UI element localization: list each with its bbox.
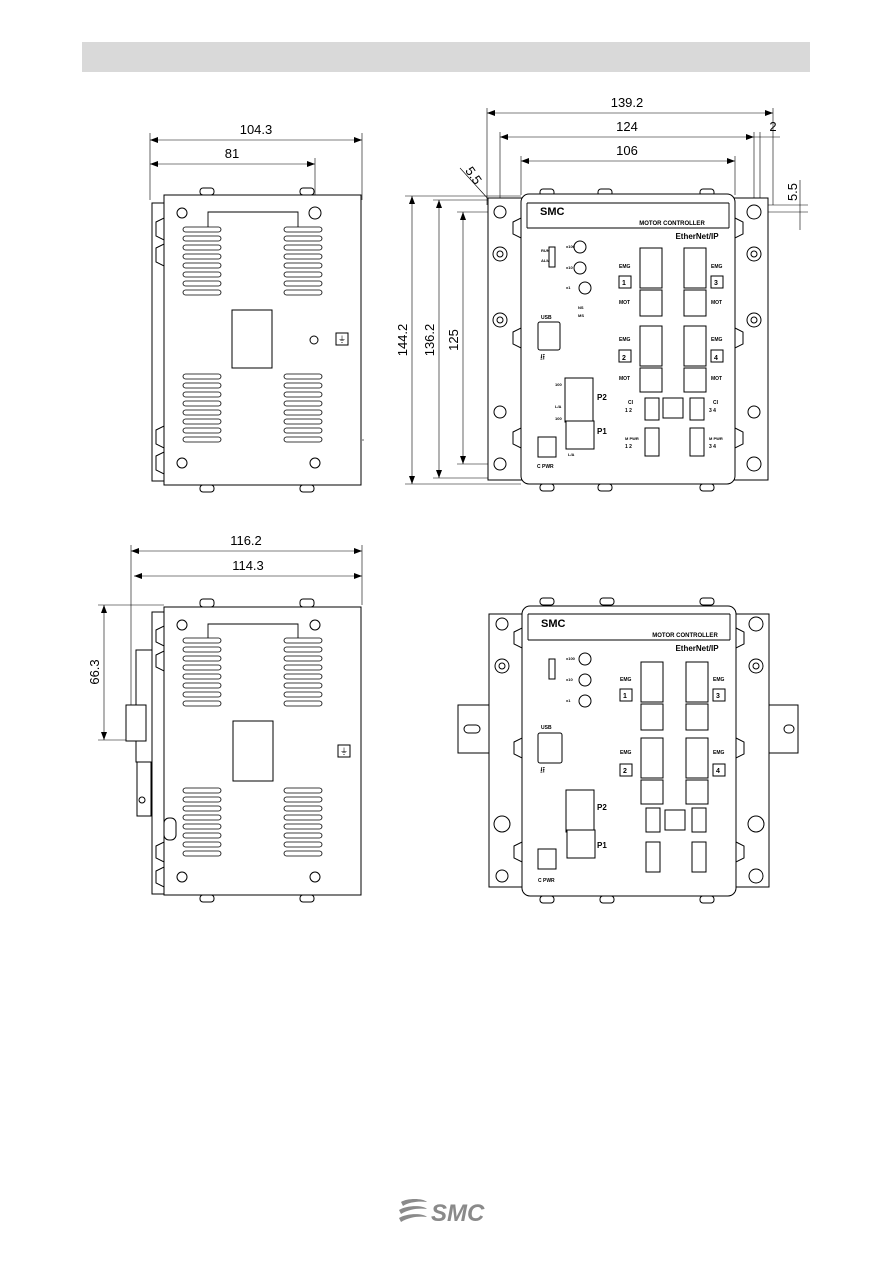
din-panel-title: MOTOR CONTROLLER (652, 633, 718, 639)
din-usb-label: USB (541, 725, 552, 731)
din-side-view: 116.2 114.3 66.3 (87, 533, 363, 903)
din-axis-1-label: 1 (623, 693, 627, 700)
dim-front-mount-pitch-height: 125 (446, 329, 461, 351)
din-usb-icon: ⭿ (540, 766, 545, 775)
panel-protocol: EtherNet/IP (675, 232, 719, 241)
din-switch-x1-label: x1 (566, 698, 571, 703)
mot-label-2: MOT (619, 376, 630, 382)
din-port-p2-label[interactable]: P2 (597, 803, 607, 812)
led-ns-label: NS (578, 305, 584, 310)
mpwr-label-right: M PWR (709, 436, 723, 441)
mot-label-4: MOT (711, 376, 722, 382)
din-axis-2-label: 2 (623, 768, 627, 775)
din-switch-x100-label: x100 (566, 656, 576, 661)
ci-pins-left: 1 2 (625, 408, 632, 414)
dim-front-overall-height: 144.2 (395, 324, 410, 357)
port-p1-label[interactable]: P1 (597, 427, 607, 436)
cpwr-label: C PWR (537, 464, 554, 470)
din-switch-x10-label: x10 (566, 677, 573, 682)
mpwr-pins-left: 1 2 (625, 444, 632, 450)
side-view: 104.3 81 (149, 122, 364, 493)
din-emg-label-2: EMG (620, 750, 632, 756)
dim-front-overall-width: 139.2 (611, 95, 644, 110)
switch-x100-label: x100 (566, 244, 576, 249)
mot-label-3: MOT (711, 300, 722, 306)
din-panel-brand: SMC (541, 618, 566, 630)
la-label-p2: L/A (555, 404, 562, 409)
din-front-view: SMC MOTOR CONTROLLER EtherNet/IP x100 x1… (457, 597, 799, 904)
speed-label-p2: 100 (555, 382, 562, 387)
dim-din-body-depth: 114.3 (232, 558, 264, 573)
footer-brand: SMC (431, 1200, 485, 1227)
mot-label-1: MOT (619, 300, 630, 306)
axis-4-label: 4 (714, 355, 718, 362)
emg-label-2: EMG (619, 337, 631, 343)
emg-label-3: EMG (711, 264, 723, 270)
dim-din-overall-depth: 116.2 (230, 533, 262, 548)
dim-din-rail-height: 66.3 (87, 659, 102, 684)
dim-front-body-height: 136.2 (422, 324, 437, 357)
din-emg-label-1: EMG (620, 677, 632, 683)
svg-text:⏚: ⏚ (338, 335, 346, 344)
din-emg-label-3: EMG (713, 677, 725, 683)
la-label-p1: L/A (568, 452, 575, 457)
ci-pins-right: 3 4 (709, 408, 716, 414)
emg-label-1: EMG (619, 264, 631, 270)
ci-label-right: CI (713, 400, 719, 406)
dim-front-hole-offset-top: 5.5 (462, 164, 485, 187)
ci-label-left: CI (628, 400, 634, 406)
usb-label: USB (541, 315, 552, 321)
panel-brand: SMC (540, 206, 565, 218)
switch-x1-label: x1 (566, 285, 571, 290)
port-p2-label[interactable]: P2 (597, 393, 607, 402)
switch-x10-label: x10 (566, 265, 573, 270)
dim-front-mount-pitch: 124 (616, 119, 638, 134)
dim-side-depth: 104.3 (240, 122, 273, 137)
speed-label-p1: 100 (555, 416, 562, 421)
axis-3-4-connectors: EMG 3 MOT EMG 4 MOT CI 3 4 M PWR 3 4 (662, 247, 724, 457)
emg-label-4: EMG (711, 337, 723, 343)
dim-front-body-width: 106 (616, 143, 638, 158)
front-view: 139.2 124 2 106 5.5 5.5 144.2 (395, 95, 808, 492)
status-alm-label: ALM (541, 258, 550, 263)
svg-text:⏚: ⏚ (340, 747, 348, 756)
usb-icon: ⭿ (540, 353, 545, 362)
dim-front-hole-offset-side: 5.5 (785, 183, 800, 201)
mpwr-pins-right: 3 4 (709, 444, 716, 450)
din-port-p1-label[interactable]: P1 (597, 841, 607, 850)
din-panel-protocol: EtherNet/IP (675, 644, 719, 653)
axis-2-label: 2 (622, 355, 626, 362)
led-ms-label: MS (578, 313, 584, 318)
dim-side-mount-offset: 81 (225, 146, 239, 161)
axis-3-label: 3 (714, 280, 718, 287)
mpwr-label-left: M PWR (625, 436, 639, 441)
status-run-label: RUN (541, 248, 550, 253)
din-axis-4-label: 4 (716, 768, 720, 775)
din-axis-3-label: 3 (716, 693, 720, 700)
axis-1-label: 1 (622, 280, 626, 287)
axis-1-2-connectors: EMG 1 MOT EMG 2 MOT CI 1 2 M PWR 1 2 (618, 247, 663, 457)
smc-logo: SMC (399, 1199, 485, 1227)
din-emg-label-4: EMG (713, 750, 725, 756)
page-header-bar (82, 42, 810, 72)
panel-title: MOTOR CONTROLLER (639, 221, 705, 227)
din-cpwr-label: C PWR (538, 878, 555, 884)
